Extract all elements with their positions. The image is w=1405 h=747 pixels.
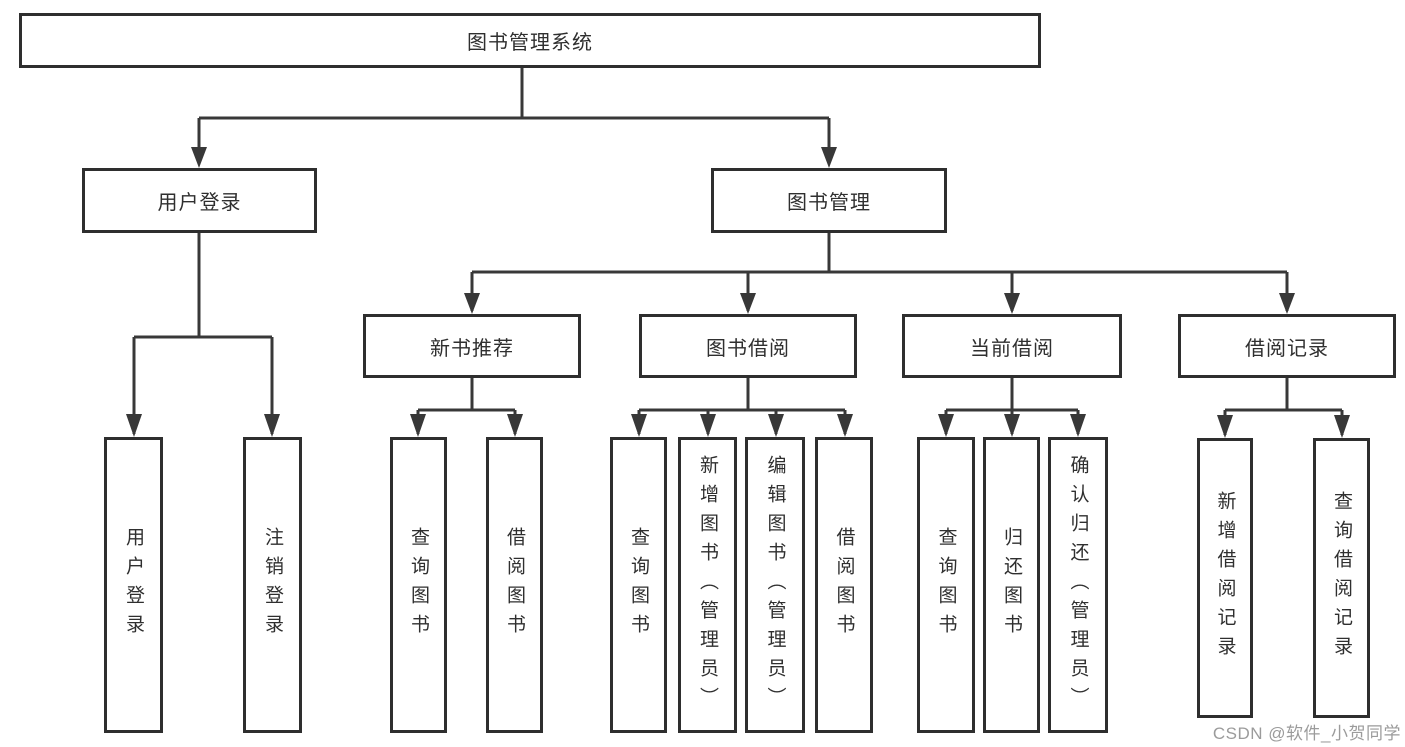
leaf-add-books-admin: 新增图书（管理员） (678, 437, 737, 733)
leaf-return-books: 归还图书 (983, 437, 1040, 733)
node-label: 用户登录 (157, 192, 242, 214)
leaf-label: 查询图书 (935, 527, 957, 643)
leaf-label: 编辑图书（管理员） (764, 454, 786, 716)
leaf-label: 归还图书 (1001, 527, 1022, 643)
node-system-root: 图书管理系统 (19, 13, 1041, 68)
node-label: 当前借阅 (970, 337, 1054, 360)
leaf-add-borrow-record: 新增借阅记录 (1197, 438, 1253, 718)
node-book-borrowing: 图书借阅 (639, 314, 857, 378)
csdn-watermark: CSDN @软件_小贺同学 (1212, 724, 1401, 743)
leaf-label: 新增图书（管理员） (697, 454, 718, 716)
leaf-label: 确认归还（管理员） (1067, 454, 1089, 716)
leaf-logout: 注销登录 (243, 437, 302, 733)
node-label: 图书管理系统 (467, 32, 593, 54)
leaf-borrow-books-recommend: 借阅图书 (486, 437, 543, 733)
leaf-query-books-current: 查询图书 (917, 437, 975, 733)
tree-edges (132, 68, 1344, 435)
node-label: 图书管理 (787, 192, 871, 214)
leaf-label: 新增借阅记录 (1214, 491, 1236, 665)
leaf-query-borrow-record: 查询借阅记录 (1313, 438, 1370, 718)
node-user-login: 用户登录 (82, 168, 317, 233)
node-new-book-recommendation: 新书推荐 (363, 314, 581, 378)
node-book-management: 图书管理 (711, 168, 947, 233)
node-label: 借阅记录 (1245, 337, 1329, 360)
leaf-query-books-recommend: 查询图书 (390, 437, 447, 733)
node-label: 图书借阅 (706, 337, 790, 360)
node-borrow-records: 借阅记录 (1178, 314, 1396, 378)
leaf-label: 查询借阅记录 (1331, 491, 1352, 665)
leaf-query-books-borrowing: 查询图书 (610, 437, 667, 733)
leaf-confirm-return-admin: 确认归还（管理员） (1048, 437, 1108, 733)
leaf-user-login: 用户登录 (104, 437, 163, 733)
node-current-borrowing: 当前借阅 (902, 314, 1122, 378)
leaf-label: 借阅图书 (833, 527, 855, 643)
leaf-borrow-books-borrowing: 借阅图书 (815, 437, 873, 733)
leaf-label: 查询图书 (628, 527, 649, 643)
leaf-label: 注销登录 (262, 527, 283, 643)
node-label: 新书推荐 (430, 337, 514, 360)
leaf-label: 用户登录 (123, 527, 144, 643)
leaf-edit-books-admin: 编辑图书（管理员） (745, 437, 805, 733)
leaf-label: 借阅图书 (504, 527, 525, 643)
leaf-label: 查询图书 (408, 527, 429, 643)
